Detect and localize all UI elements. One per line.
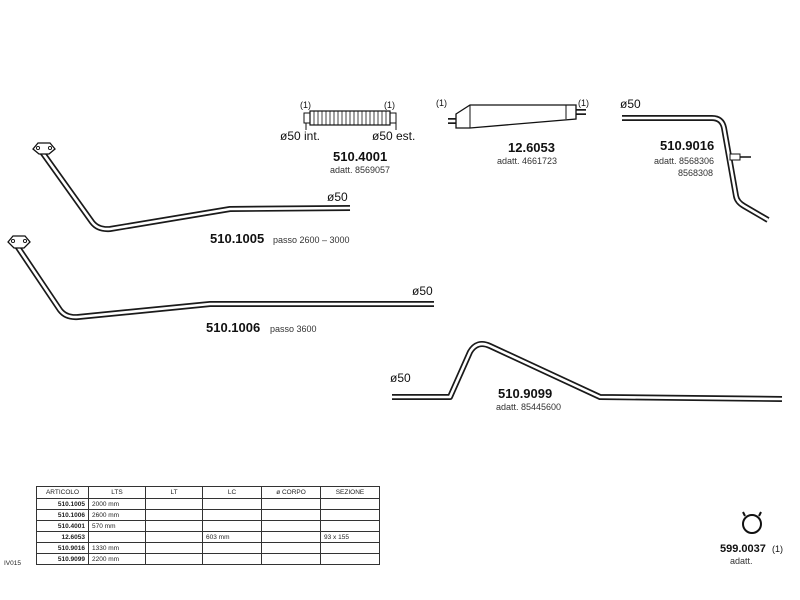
tag-510-4001-left: (1) [300, 100, 311, 110]
cell-articolo: 510.9016 [36, 542, 89, 554]
cell-lt [145, 509, 203, 521]
note-599-0037: adatt. [730, 556, 753, 566]
code-510-1006: 510.1006 [206, 320, 260, 335]
dia-510-4001-int: ø50 int. [280, 129, 320, 143]
cell-lc: 603 mm [202, 531, 262, 543]
note-510-9016-a: adatt. 8568306 [654, 156, 714, 166]
cell-sezione [320, 509, 380, 521]
cell-lt [145, 520, 203, 532]
cell-articolo: 510.1005 [36, 498, 89, 510]
note-510-4001: adatt. 8569057 [330, 165, 390, 175]
header-articolo: ARTICOLO [36, 486, 89, 499]
table-row: 510.4001 570 mm [36, 520, 380, 532]
part-510-9099: ø50 510.9099 adatt. 85445600 [390, 341, 783, 412]
table-header-row: ARTICOLO LTS LT LC ø CORPO SEZIONE [36, 486, 380, 499]
table-row: 12.6053 603 mm 93 x 155 [36, 531, 380, 543]
table-row: 510.9099 2200 mm [36, 553, 380, 565]
code-599-0037: 599.0037 [720, 543, 766, 555]
header-sezione: SEZIONE [320, 486, 380, 499]
dia-510-4001-est: ø50 est. [372, 129, 415, 143]
part-510-9016: ø50 510.9016 adatt. 8568306 8568308 [620, 97, 770, 223]
cell-sezione [320, 553, 380, 565]
cell-lt [145, 498, 203, 510]
cell-corpo [261, 553, 321, 565]
part-510-4001: (1) (1) ø50 int. ø50 est. 510.4001 adatt… [280, 100, 415, 175]
cell-corpo [261, 498, 321, 510]
part-510-1006: ø50 510.1006 passo 3600 [7, 235, 434, 335]
cell-sezione [320, 498, 380, 510]
header-lts: LTS [88, 486, 146, 499]
cell-lts: 2600 mm [88, 509, 146, 521]
spec-table: ARTICOLO LTS LT LC ø CORPO SEZIONE 510.1… [36, 486, 380, 565]
part-599-0037: 599.0037 (1) adatt. [720, 511, 783, 566]
cell-sezione [320, 520, 380, 532]
tag-599-0037: (1) [772, 544, 783, 554]
code-510-1005: 510.1005 [210, 231, 264, 246]
cell-corpo [261, 520, 321, 532]
header-lt: LT [145, 486, 203, 499]
dia-510-9099: ø50 [390, 371, 411, 385]
cell-lts: 1330 mm [88, 542, 146, 554]
cell-lt [145, 531, 203, 543]
header-corpo: ø CORPO [261, 486, 321, 499]
table-row: 510.9016 1330 mm [36, 542, 380, 554]
cell-corpo [261, 542, 321, 554]
cell-lts: 570 mm [88, 520, 146, 532]
note-12-6053: adatt. 4661723 [497, 156, 557, 166]
tag-12-6053-left: (1) [436, 98, 447, 108]
note-510-9099: adatt. 85445600 [496, 402, 561, 412]
cell-lt [145, 553, 203, 565]
flange-510-1006 [7, 235, 31, 249]
cell-corpo [261, 509, 321, 521]
code-510-9099: 510.9099 [498, 386, 552, 401]
cell-articolo: 510.9099 [36, 553, 89, 565]
table-row: 510.1005 2000 mm [36, 498, 380, 510]
cell-articolo: 510.4001 [36, 520, 89, 532]
muffler-body [455, 104, 577, 129]
cell-lts [88, 531, 146, 543]
dia-510-1006: ø50 [412, 284, 433, 298]
cell-lts: 2200 mm [88, 553, 146, 565]
dia-510-9016: ø50 [620, 97, 641, 111]
cell-lts: 2000 mm [88, 498, 146, 510]
clamp-ring-icon [742, 514, 762, 534]
cell-sezione [320, 542, 380, 554]
code-510-4001: 510.4001 [333, 149, 387, 164]
code-510-9016: 510.9016 [660, 138, 714, 153]
cell-lc [202, 553, 262, 565]
part-12-6053: (1) (1) 12.6053 adatt. 4661723 [436, 98, 589, 166]
code-12-6053: 12.6053 [508, 140, 555, 155]
cell-articolo: 12.6053 [36, 531, 89, 543]
note-510-9016-b: 8568308 [678, 168, 713, 178]
table-row: 510.1006 2600 mm [36, 509, 380, 521]
hanger-bracket [729, 153, 741, 161]
catalog-code: IV015 [4, 560, 21, 567]
flange-510-1005 [32, 142, 56, 155]
dia-510-1005: ø50 [327, 190, 348, 204]
note-510-1006: passo 3600 [270, 324, 317, 334]
cell-corpo [261, 531, 321, 543]
cell-lt [145, 542, 203, 554]
tag-12-6053-right: (1) [578, 98, 589, 108]
cell-lc [202, 542, 262, 554]
tag-510-4001-right: (1) [384, 100, 395, 110]
cell-lc [202, 509, 262, 521]
cell-lc [202, 520, 262, 532]
part-510-1005: ø50 510.1005 passo 2600 – 3000 [32, 142, 351, 246]
cell-articolo: 510.1006 [36, 509, 89, 521]
cell-sezione: 93 x 155 [320, 531, 380, 543]
cell-lc [202, 498, 262, 510]
note-510-1005: passo 2600 – 3000 [273, 235, 350, 245]
header-lc: LC [202, 486, 262, 499]
